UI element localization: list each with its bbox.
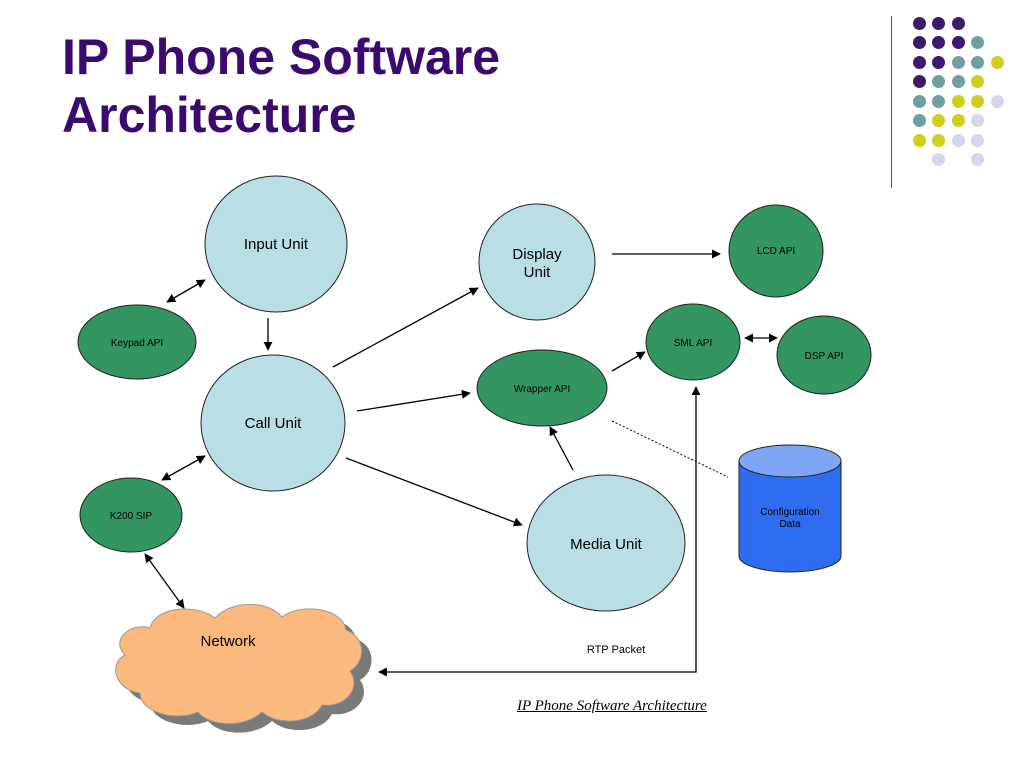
arrow-keypad-input — [166, 279, 206, 303]
input-unit-node — [204, 175, 348, 313]
lcd-api-label: LCD API — [757, 246, 795, 257]
display-unit-node — [478, 203, 596, 321]
decorative-dot — [951, 55, 965, 69]
decorative-dot — [932, 153, 945, 166]
slide-title-line1: IP Phone Software — [62, 29, 501, 85]
sml-api-label: SML API — [674, 338, 713, 349]
decorative-dot — [912, 55, 926, 69]
arrow-media-wrapper — [549, 426, 574, 471]
decorative-dot — [971, 133, 984, 147]
dsp-api-node — [776, 315, 872, 395]
media-unit-label: Media Unit — [570, 536, 643, 553]
decorative-dot — [912, 133, 926, 147]
wrapper-api-label: Wrapper API — [514, 384, 571, 395]
decorative-dot — [912, 114, 926, 127]
decorative-dot — [951, 16, 965, 30]
lcd-api-node — [728, 204, 824, 298]
sml-api-node — [645, 303, 741, 381]
keypad-api-label: Keypad API — [111, 338, 163, 349]
arrow-k200-network — [144, 553, 185, 609]
decorative-dot — [951, 75, 965, 88]
decorative-dot — [932, 133, 945, 147]
decorative-dot — [912, 16, 926, 30]
decorative-dot — [951, 133, 965, 147]
media-unit-node — [526, 474, 686, 612]
decorative-dot — [951, 94, 965, 108]
network-cloud: Network — [115, 603, 372, 733]
keypad-api-node — [77, 304, 197, 380]
configuration-data-label-line2: Data — [779, 519, 801, 530]
decorative-dot — [971, 114, 984, 127]
decorative-dot — [932, 36, 945, 49]
decorative-dot-grid — [0, 0, 1024, 200]
decorative-dot — [971, 153, 984, 166]
decorative-dot — [912, 94, 926, 108]
input-unit-label: Input Unit — [244, 236, 309, 253]
diagram-caption: IP Phone Software Architecture — [517, 698, 707, 714]
call-unit-node — [200, 354, 346, 492]
arrow-wrapper-sml — [611, 351, 646, 372]
decorative-dot — [990, 55, 1004, 69]
decorative-dot — [971, 94, 984, 108]
decorative-dot — [932, 94, 945, 108]
decorative-dot — [932, 55, 945, 69]
dotted-link-config — [611, 420, 729, 478]
decorative-dot — [951, 36, 965, 49]
rtp-packet-label: RTP Packet — [587, 644, 645, 656]
k200-sip-node — [79, 477, 183, 553]
dsp-api-label: DSP API — [805, 351, 844, 362]
k200-sip-label: K200 SIP — [110, 511, 153, 522]
slide-title-line2: Architecture — [62, 87, 357, 143]
display-unit-label-line2: Unit — [524, 264, 552, 281]
call-unit-label: Call Unit — [245, 415, 303, 432]
decorative-dot — [971, 75, 984, 88]
slide-title: IP Phone Software Architecture — [62, 28, 500, 144]
decorative-vertical-divider — [891, 16, 892, 188]
configuration-data-label-line1: Configuration — [760, 507, 819, 518]
arrow-rtp-to-sml — [495, 386, 701, 673]
decorative-dot — [912, 36, 926, 49]
decorative-dot — [971, 36, 984, 49]
decorative-dot — [932, 114, 945, 127]
configuration-data-cylinder: Configuration Data — [738, 444, 842, 573]
decorative-dot — [951, 114, 965, 127]
decorative-dot — [932, 16, 945, 30]
arrow-call-wrapper — [356, 389, 471, 412]
connectors — [144, 249, 778, 677]
decorative-dot — [990, 94, 1004, 108]
decorative-dot — [932, 75, 945, 88]
decorative-dot — [912, 75, 926, 88]
wrapper-api-node — [476, 349, 608, 427]
network-label: Network — [200, 633, 256, 650]
arrow-call-display — [332, 287, 479, 368]
arrow-k200-call — [161, 455, 206, 481]
arrow-call-media — [345, 457, 523, 527]
decorative-dot — [971, 55, 984, 69]
display-unit-label-line1: Display — [512, 246, 562, 263]
